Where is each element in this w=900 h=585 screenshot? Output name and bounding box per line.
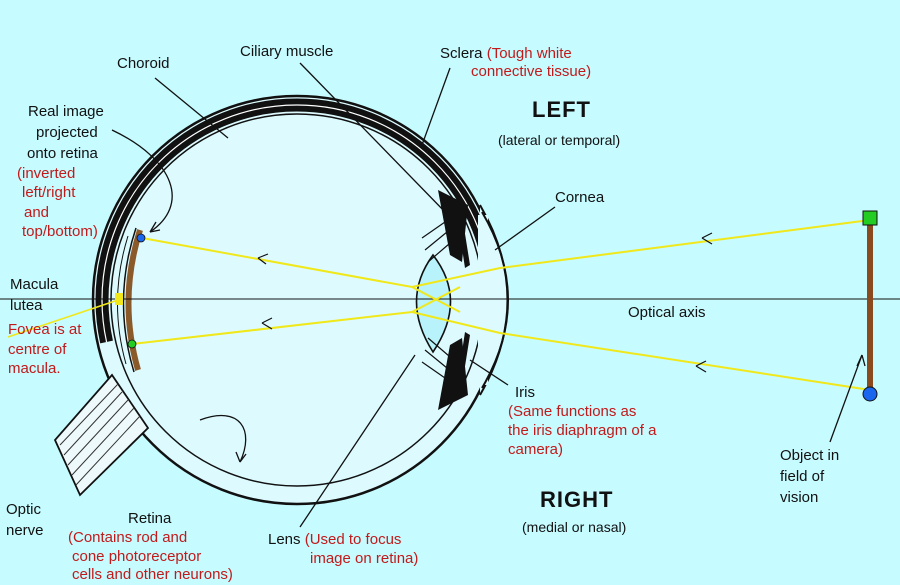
ciliary-top-fibers bbox=[421, 221, 450, 263]
label-inverted-2: left/right bbox=[22, 184, 76, 201]
label-ciliary-muscle: Ciliary muscle bbox=[240, 43, 334, 60]
ciliary-bottom bbox=[438, 338, 468, 410]
lens-note-line-1: (Used to focus bbox=[304, 531, 402, 548]
label-inverted-3: and bbox=[24, 204, 50, 221]
leader-fovea bbox=[7, 299, 119, 338]
iris-bottom bbox=[458, 332, 470, 385]
label-retina: Retina bbox=[128, 510, 172, 527]
ray-cross-2 bbox=[411, 286, 461, 313]
object-top-marker bbox=[862, 210, 878, 226]
leader-object-arrow bbox=[856, 354, 866, 367]
ciliary-bottom-fibers bbox=[421, 337, 450, 379]
lens-text: Lens bbox=[268, 531, 301, 548]
ray-arrow-2 bbox=[257, 253, 269, 265]
label-macula-2: lutea bbox=[10, 297, 43, 314]
leader-real-image-arrow bbox=[149, 221, 161, 233]
label-fovea-2: centre of bbox=[8, 341, 67, 358]
object-bottom-marker bbox=[862, 386, 878, 402]
label-lens: Lens (Used to focus bbox=[268, 530, 401, 549]
retina-shape bbox=[125, 229, 143, 371]
sclera-note-line-1: (Tough white bbox=[486, 45, 572, 62]
image-point-top bbox=[136, 233, 146, 243]
label-right: RIGHT bbox=[540, 487, 614, 512]
leader-retina bbox=[199, 414, 247, 463]
leader-sclera bbox=[421, 67, 451, 146]
label-inverted-4: top/bottom) bbox=[22, 223, 98, 240]
label-inverted-1: (inverted bbox=[17, 165, 76, 182]
leader-lens bbox=[299, 354, 416, 528]
ray-arrow-1 bbox=[701, 232, 713, 245]
label-fovea-1: Fovea is at bbox=[8, 321, 82, 338]
image-point-bottom bbox=[127, 339, 137, 349]
leader-retina-arrow bbox=[235, 451, 247, 463]
label-real-image-3: onto retina bbox=[27, 145, 98, 162]
cornea-mask bbox=[478, 215, 488, 385]
label-right-sub: (medial or nasal) bbox=[522, 519, 627, 535]
label-choroid: Choroid bbox=[117, 55, 170, 72]
leader-real-image bbox=[111, 129, 173, 233]
label-real-image-1: Real image bbox=[28, 103, 104, 120]
sclera-text: Sclera bbox=[440, 45, 483, 62]
leader-cornea bbox=[494, 206, 556, 251]
label-optical-axis: Optical axis bbox=[628, 304, 706, 321]
label-object-2: field of bbox=[780, 468, 825, 485]
ciliary-top bbox=[438, 190, 468, 262]
retina-outline bbox=[122, 227, 137, 373]
label-object-3: vision bbox=[780, 489, 819, 506]
iris-top bbox=[458, 215, 470, 268]
label-optic-2: nerve bbox=[6, 522, 44, 539]
label-iris: Iris bbox=[515, 384, 535, 401]
label-sclera: Sclera (Tough white bbox=[440, 44, 572, 63]
ray-top-object bbox=[141, 219, 871, 289]
label-left: LEFT bbox=[532, 97, 591, 122]
ray-arrow-3 bbox=[261, 317, 273, 330]
label-iris-note-1: (Same functions as bbox=[508, 403, 637, 420]
ray-bottom-object bbox=[131, 310, 871, 391]
leader-ciliary bbox=[299, 62, 449, 216]
ray-arrow-4 bbox=[695, 360, 707, 373]
label-cornea: Cornea bbox=[555, 189, 605, 206]
leader-object bbox=[829, 354, 863, 443]
leader-choroid bbox=[154, 77, 229, 139]
label-retina-note-1: (Contains rod and bbox=[68, 529, 188, 546]
lens-note-line-2: image on retina) bbox=[310, 550, 419, 567]
label-retina-note-3: cells and other neurons) bbox=[72, 566, 233, 583]
optic-nerve bbox=[53, 373, 150, 497]
leader-iris bbox=[469, 359, 509, 386]
lens-shape bbox=[415, 253, 452, 354]
sclera-note-line-2: connective tissue) bbox=[471, 63, 592, 80]
label-retina-note-2: cone photoreceptor bbox=[72, 548, 202, 565]
label-iris-note-2: the iris diaphragm of a bbox=[508, 422, 657, 439]
label-object-1: Object in bbox=[780, 447, 840, 464]
optic-nerve-fibers bbox=[59, 383, 141, 486]
label-iris-note-3: camera) bbox=[508, 441, 564, 458]
label-optic-1: Optic bbox=[6, 501, 42, 518]
label-real-image-2: projected bbox=[36, 124, 98, 141]
label-macula-1: Macula bbox=[10, 276, 59, 293]
label-fovea-3: macula. bbox=[8, 360, 61, 377]
cornea-outline bbox=[481, 211, 509, 389]
fovea-marker bbox=[115, 293, 123, 305]
label-left-sub: (lateral or temporal) bbox=[498, 132, 621, 148]
